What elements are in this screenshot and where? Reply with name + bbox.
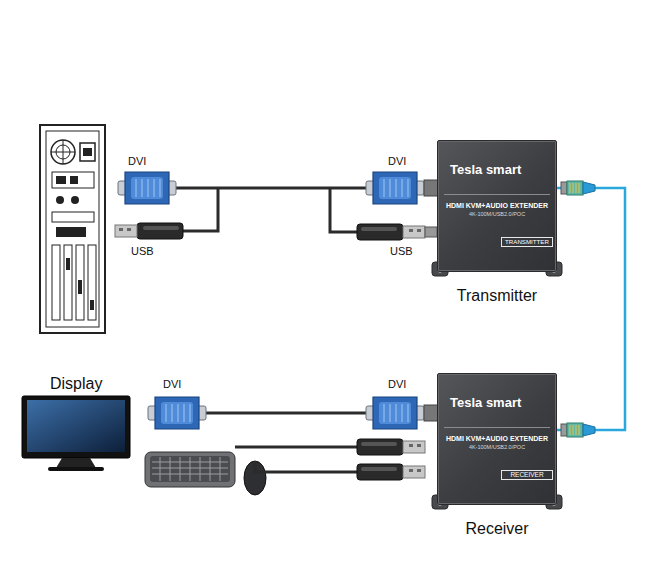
spec-text: 4K-100M/USB2.0/POC	[469, 211, 525, 217]
tag-text: RECEIVER	[510, 471, 543, 478]
extender-box: Tesla smartHDMI KVM+AUDIO EXTENDER4K-100…	[437, 373, 557, 505]
spec-text: 4K-100M/USB2.0/POC	[469, 444, 525, 450]
port-label: DVI	[163, 378, 181, 390]
device-caption: Transmitter	[457, 287, 537, 305]
device-caption: Receiver	[465, 520, 528, 538]
product-name: HDMI KVM+AUDIO EXTENDER	[446, 202, 548, 210]
network-cable	[557, 188, 625, 430]
mode-tag: TRANSMITTER	[501, 237, 553, 247]
port-label: DVI	[388, 378, 406, 390]
tag-text: TRANSMITTER	[505, 239, 549, 246]
port-label: USB	[131, 245, 154, 257]
brand-name: Tesla smart	[450, 396, 521, 410]
product-name: HDMI KVM+AUDIO EXTENDER	[446, 435, 548, 443]
brand-name: Tesla smart	[450, 163, 521, 177]
port-label: DVI	[388, 155, 406, 167]
mode-tag: RECEIVER	[501, 470, 553, 480]
port-label: USB	[390, 245, 413, 257]
display-label: Display	[50, 375, 102, 393]
extender-box: Tesla smartHDMI KVM+AUDIO EXTENDER4K-100…	[437, 140, 557, 272]
port-label: DVI	[128, 155, 146, 167]
